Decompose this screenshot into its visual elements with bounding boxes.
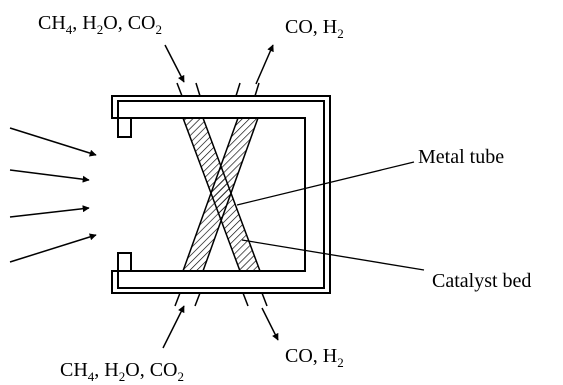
housing-inner-wall [112, 117, 306, 272]
reactor-housing [111, 95, 331, 294]
inlet-top-arrow [164, 44, 185, 83]
metal-tube-label: Metal tube [418, 146, 504, 168]
inlet-bottom-label: CH4, H2O, CO2 [60, 359, 184, 384]
metal-tube-leader [236, 161, 415, 206]
heat-arrows [9, 127, 97, 263]
outlet-top-arrow [255, 44, 274, 85]
outlet-top-label: CO, H2 [285, 16, 344, 41]
heat-arrow [9, 233, 97, 263]
heat-arrow [9, 127, 97, 157]
outlet-bottom-arrow [261, 307, 279, 341]
bottom-tube-stubs [174, 292, 268, 307]
heat-arrow [9, 169, 90, 183]
catalyst-bed-label: Catalyst bed [432, 270, 531, 292]
top-tube-stubs [176, 82, 260, 97]
heat-arrow [9, 205, 90, 218]
inlet-bottom-arrow [162, 305, 185, 349]
inlet-top-label: CH4, H2O, CO2 [38, 12, 162, 37]
catalyst-tube-right [181, 117, 260, 272]
catalyst-bed-leader [241, 239, 425, 271]
outlet-bottom-label: CO, H2 [285, 345, 344, 370]
